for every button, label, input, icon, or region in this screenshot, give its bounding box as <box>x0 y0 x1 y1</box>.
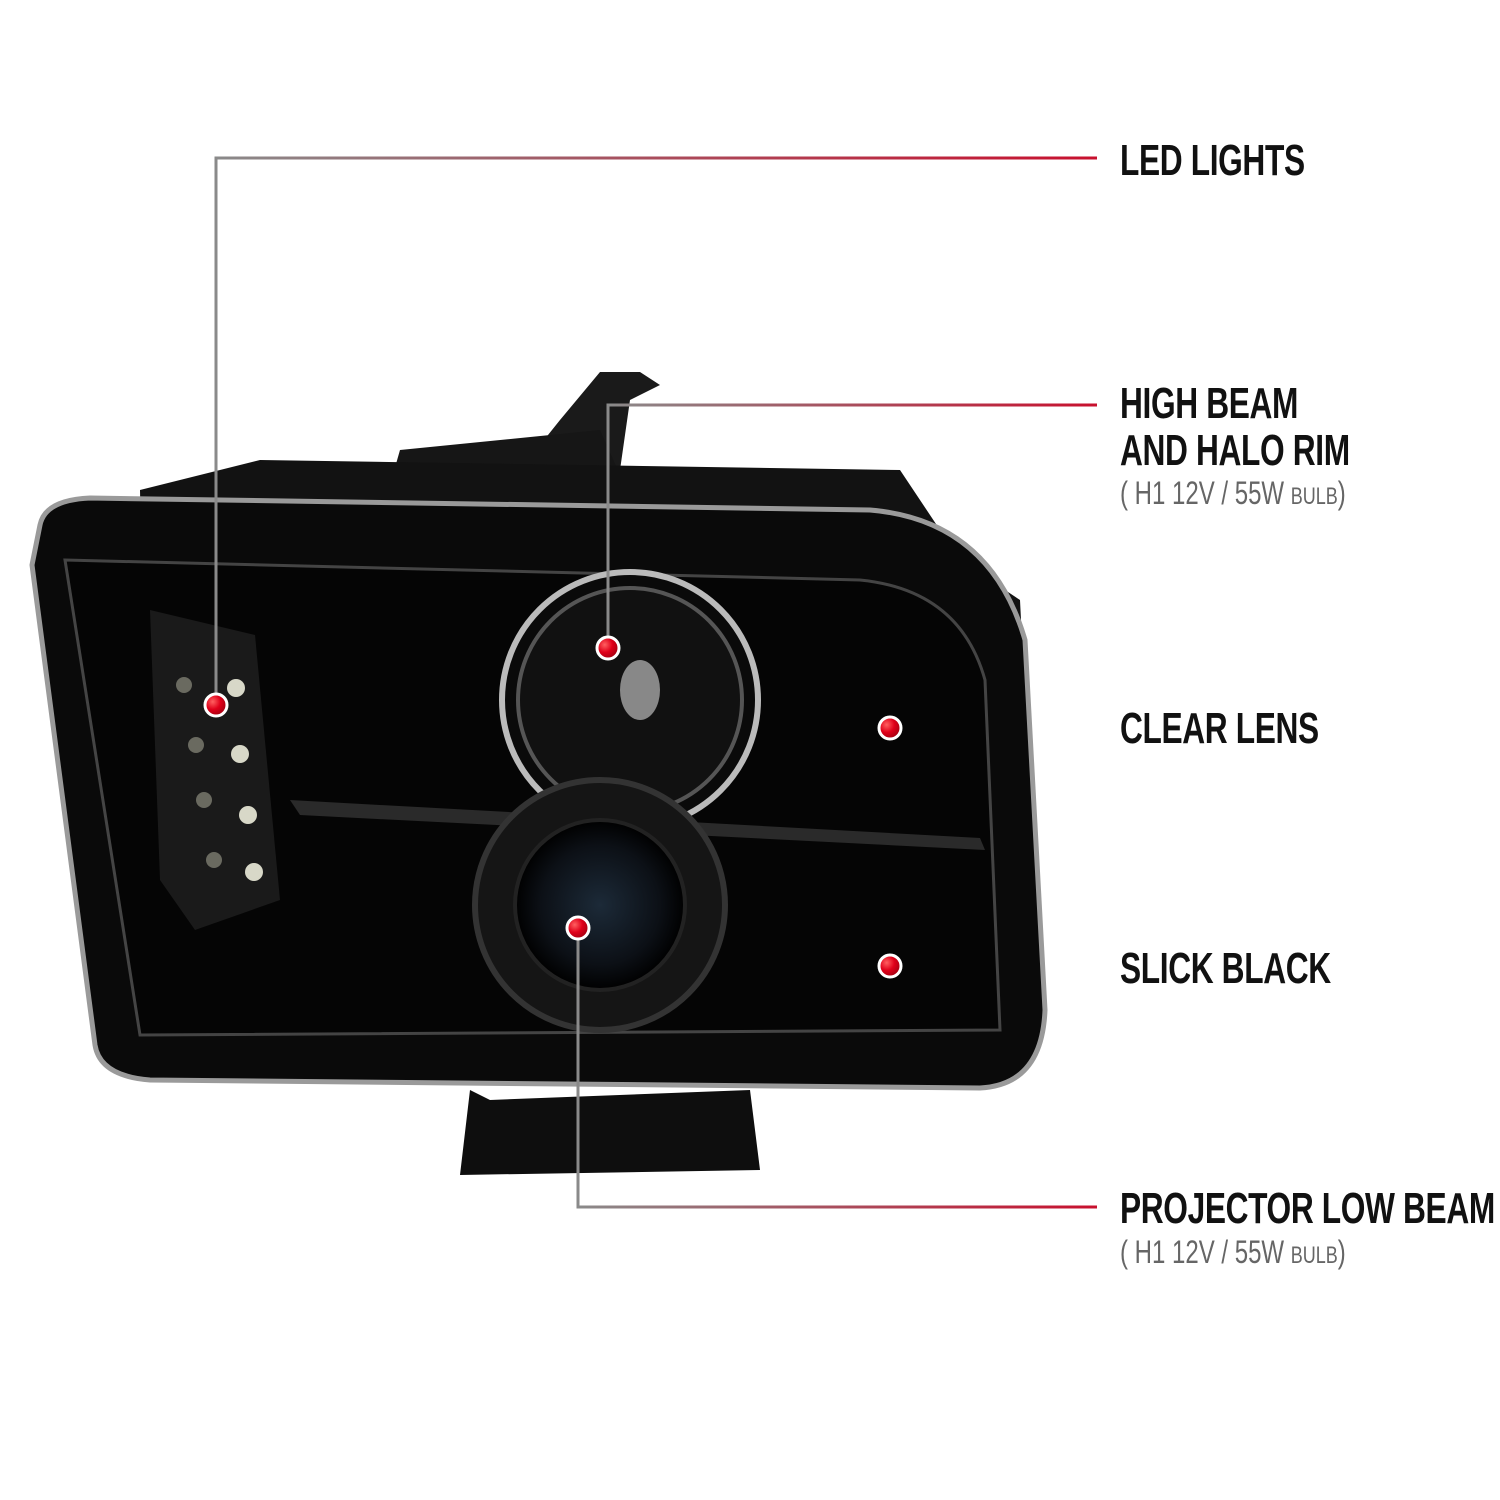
callout-line-projector <box>576 928 1097 1209</box>
spec-voltage: 12V <box>1172 1234 1215 1270</box>
label-high-beam-line1: HIGH BEAM <box>1120 379 1299 428</box>
spec-close: ) <box>1337 475 1346 511</box>
spec-open: ( <box>1120 1234 1128 1270</box>
label-projector-low-beam: PROJECTOR LOW BEAM <box>1120 1184 1495 1233</box>
callout-dot-slick-black <box>877 953 903 979</box>
spec-open: ( <box>1120 475 1128 511</box>
spec-unit: BULB <box>1290 483 1338 510</box>
spec-close: ) <box>1337 1234 1346 1270</box>
callout-dot-clear-lens <box>877 715 903 741</box>
label-slick-black: SLICK BLACK <box>1120 944 1331 993</box>
led-strip <box>150 610 280 930</box>
label-high-beam-line2: AND HALO RIM <box>1120 426 1350 475</box>
callout-dot-led <box>203 692 229 718</box>
label-clear-lens: CLEAR LENS <box>1120 704 1319 753</box>
spec-bulb: H1 <box>1134 475 1166 511</box>
bottom-tab <box>460 1090 760 1175</box>
spec-sep: / <box>1221 475 1229 511</box>
spec-watt: 55W <box>1234 475 1285 511</box>
projector-bulb-spec: ( H1 12V / 55W BULB) <box>1120 1235 1346 1273</box>
spec-sep: / <box>1221 1234 1229 1270</box>
projector-low-beam <box>472 777 728 1033</box>
spec-unit: BULB <box>1290 1242 1338 1269</box>
callout-dot-high-beam <box>595 635 621 661</box>
callout-dot-projector <box>565 915 591 941</box>
spec-bulb: H1 <box>1134 1234 1166 1270</box>
spec-watt: 55W <box>1234 1234 1285 1270</box>
high-beam-bulb-spec: ( H1 12V / 55W BULB) <box>1120 476 1346 514</box>
label-led-lights: LED LIGHTS <box>1120 136 1305 185</box>
spec-voltage: 12V <box>1172 475 1215 511</box>
callout-line-led <box>214 156 1097 705</box>
callout-line-high-beam <box>606 403 1097 648</box>
